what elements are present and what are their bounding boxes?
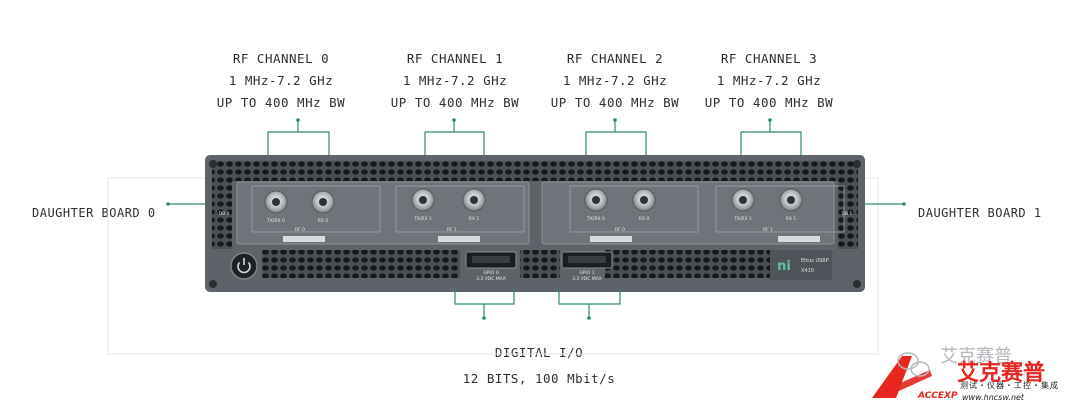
rf-label: RF 0 <box>615 227 625 233</box>
rf-channel-2-label: RF CHANNEL 2 1 MHz-7.2 GHz UP TO 400 MHz… <box>530 48 700 114</box>
digital-io-spec: 12 BITS, 100 Mbit/s <box>462 371 616 386</box>
gpio-label: GPIO 0 <box>483 270 499 276</box>
rf-label: RF 1 <box>447 227 457 233</box>
daughterboard-panel-1 <box>541 181 845 245</box>
channel-name: RF CHANNEL 1 <box>406 51 504 66</box>
sma-connector-icon <box>779 188 803 212</box>
channel-bw: UP TO 400 MHz BW <box>550 95 680 110</box>
model-line-1: Ettus USRP <box>801 258 829 264</box>
watermark-script-text: 艾克赛普 <box>940 346 1012 367</box>
channel-bw: UP TO 400 MHz BW <box>704 95 834 110</box>
channel-bw: UP TO 400 MHz BW <box>390 95 520 110</box>
port-label: TX/RX 0 <box>586 216 605 222</box>
sma-connector-icon <box>311 190 335 214</box>
daughter-board-1-label: DAUGHTER BOARD 1 <box>918 206 1042 220</box>
channel-freq: 1 MHz-7.2 GHz <box>228 73 334 88</box>
gpio-port-0 <box>465 251 517 269</box>
sma-connector-icon <box>632 188 656 212</box>
rf-channel-0-label: RF CHANNEL 0 1 MHz-7.2 GHz UP TO 400 MHz… <box>196 48 366 114</box>
rf-label: RF 0 <box>295 227 305 233</box>
channel-name: RF CHANNEL 2 <box>566 51 664 66</box>
port-label: TX/RX 1 <box>733 216 752 222</box>
channel-name: RF CHANNEL 3 <box>720 51 818 66</box>
sma-connector-icon <box>584 188 608 212</box>
channel-freq: 1 MHz-7.2 GHz <box>562 73 668 88</box>
model-line-2: X410 <box>801 268 814 274</box>
port-label: TX/RX 1 <box>413 216 432 222</box>
sma-connector-icon <box>264 190 288 214</box>
port-label: RX 0 <box>318 218 329 224</box>
daughter-board-0-label: DAUGHTER BOARD 0 <box>32 206 156 220</box>
gpio-sub-label: 3.3 VDC MAX <box>572 276 602 282</box>
watermark-url: www.hncsw.net <box>962 393 1025 402</box>
ni-brand: ni <box>777 259 791 274</box>
power-button-icon <box>230 252 258 280</box>
daughterboard-panel-0 <box>236 181 530 245</box>
rf-channel-1-label: RF CHANNEL 1 1 MHz-7.2 GHz UP TO 400 MHz… <box>370 48 540 114</box>
port-label: TX/RX 0 <box>266 218 285 224</box>
channel-name: RF CHANNEL 0 <box>232 51 330 66</box>
watermark-brand: 艾克赛普 <box>957 361 1046 386</box>
callout-dots <box>166 118 906 320</box>
logo-letters: ACCEXP <box>917 391 958 401</box>
port-label: RX 1 <box>469 216 480 222</box>
channel-bw: UP TO 400 MHz BW <box>216 95 346 110</box>
digital-io-title: DIGITAL I/O <box>494 345 584 360</box>
rf-channel-3-label: RF CHANNEL 3 1 MHz-7.2 GHz UP TO 400 MHz… <box>684 48 854 114</box>
gpio-label: GPIO 1 <box>579 270 595 276</box>
gpio-sub-label: 3.3 VDC MAX <box>476 276 506 282</box>
channel-freq: 1 MHz-7.2 GHz <box>716 73 822 88</box>
sma-connector-icon <box>411 188 435 212</box>
digital-io-label: DIGITAL I/O 12 BITS, 100 Mbit/s <box>409 342 669 390</box>
sma-connector-icon <box>731 188 755 212</box>
callout-brackets <box>168 120 904 318</box>
panel-label-db1: DB 1 <box>842 211 853 217</box>
port-label: RX 0 <box>639 216 650 222</box>
channel-freq: 1 MHz-7.2 GHz <box>402 73 508 88</box>
rf-label: RF 1 <box>763 227 773 233</box>
gpio-port-1 <box>561 251 613 269</box>
sma-connector-icon <box>462 188 486 212</box>
wechat-icon <box>897 352 930 377</box>
port-label: RX 1 <box>786 216 797 222</box>
watermark-subtitle: 测试・仪器・工控・集成 <box>960 381 1059 390</box>
ni-logo-icon: ni Ettus USRP X410 <box>770 250 832 280</box>
panel-label-db0: DB 0 <box>219 211 230 217</box>
